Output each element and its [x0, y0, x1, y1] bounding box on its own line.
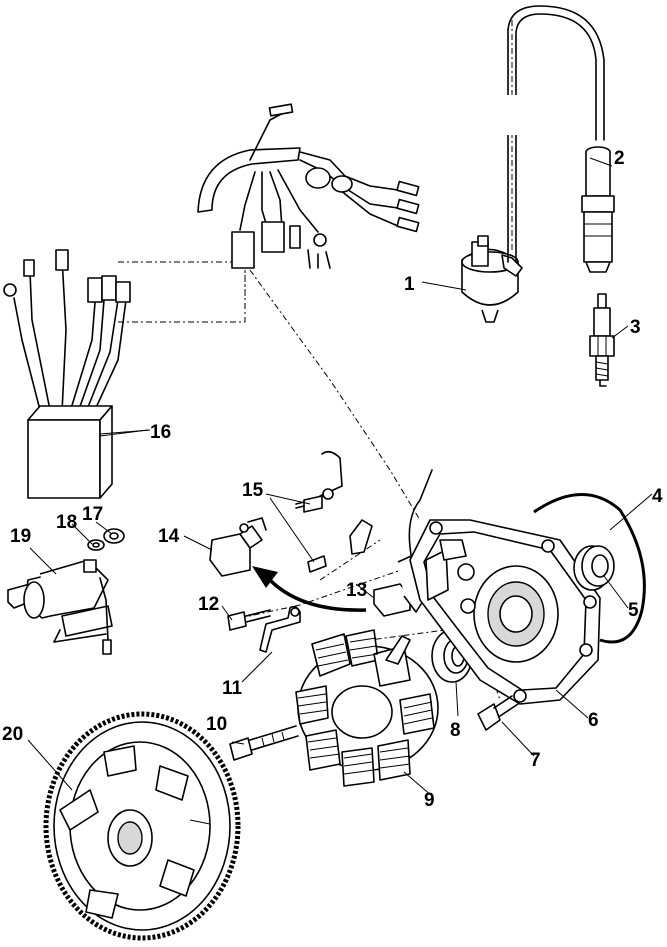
nut-17[interactable] — [103, 528, 125, 544]
relay-module[interactable] — [209, 517, 267, 577]
callout-13: 13 — [346, 580, 367, 601]
callout-18: 18 — [56, 512, 77, 533]
direction-arrow — [252, 566, 367, 612]
leader-lines — [27, 157, 653, 797]
callout-3: 3 — [630, 317, 641, 338]
harness-clip[interactable] — [319, 450, 373, 555]
ignition-coil[interactable] — [461, 235, 523, 323]
flywheel[interactable] — [43, 711, 241, 941]
callout-5: 5 — [628, 600, 639, 621]
callout-7: 7 — [530, 750, 541, 771]
magneto-cover[interactable] — [409, 519, 601, 705]
o-ring[interactable] — [533, 493, 646, 644]
callout-8: 8 — [450, 720, 461, 741]
callout-12: 12 — [198, 594, 219, 615]
screw-15[interactable] — [295, 495, 327, 573]
callout-4: 4 — [652, 486, 663, 507]
callout-6: 6 — [588, 710, 599, 731]
callout-14: 14 — [158, 526, 180, 547]
wire-clamp[interactable] — [259, 605, 301, 653]
screw-12[interactable] — [227, 609, 271, 631]
callout-15: 15 — [242, 480, 264, 501]
wiring-harness[interactable] — [197, 103, 420, 269]
callout-11: 11 — [222, 678, 243, 699]
callout-1: 1 — [404, 274, 415, 295]
washer-18[interactable] — [87, 539, 105, 551]
bearing[interactable] — [573, 545, 615, 591]
callout-9: 9 — [424, 790, 435, 811]
callout-20: 20 — [2, 724, 23, 745]
bolt-7[interactable] — [477, 695, 519, 731]
callout-2: 2 — [614, 148, 625, 169]
ht-lead — [503, 5, 605, 263]
spark-plug-cap[interactable] — [581, 146, 615, 273]
callout-16: 16 — [150, 422, 171, 443]
callout-10: 10 — [206, 714, 227, 735]
cdi-box[interactable] — [3, 249, 151, 499]
callout-17: 17 — [82, 504, 103, 525]
bolt-10[interactable] — [229, 725, 299, 761]
callout-19: 19 — [10, 526, 31, 547]
spark-plug[interactable] — [589, 293, 615, 387]
starter-solenoid[interactable] — [7, 559, 113, 655]
callouts: 1 2 3 4 5 6 7 8 9 10 11 12 13 14 15 16 1… — [2, 148, 663, 811]
stator[interactable] — [295, 629, 439, 787]
